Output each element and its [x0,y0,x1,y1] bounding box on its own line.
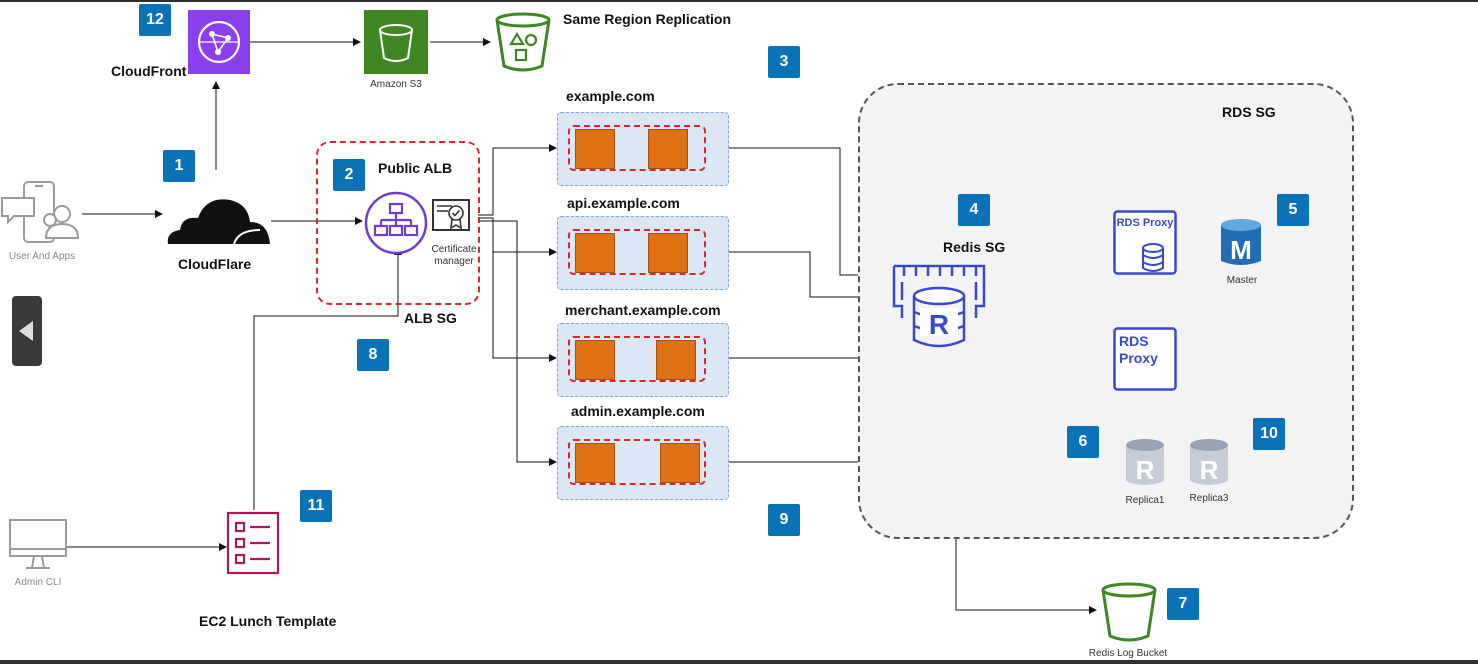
redis-sg-label: Redis SG [943,239,1006,255]
step-badge-8: 8 [357,339,389,371]
cloudflare-label: CloudFlare [178,256,252,272]
alb-to-admin-arrow [478,220,557,466]
task-group [568,336,706,382]
rds-proxy-bottom-label: RDS Proxy [1119,333,1158,366]
master-letter: M [1230,235,1252,265]
alb-to-api-arrow [478,217,557,256]
master-label: Master [1226,275,1258,286]
desktop-icon [9,519,67,569]
db-replica-icon: R [1190,439,1228,485]
alb-sg-label: ALB SG [404,310,457,326]
certificate-icon [432,199,470,231]
cloudfront-icon [188,10,250,74]
user-apps-icon [1,181,80,243]
service-label-admin: admin.example.com [571,403,705,419]
public-alb-label: Public ALB [378,160,453,176]
container-task [660,443,700,483]
api-to-redis-arrow [727,251,889,301]
rds-proxy-icon: RDS Proxy [1113,210,1177,275]
service-group-api [557,216,729,290]
container-task [648,233,688,273]
db-replica-icon: R [1126,439,1164,485]
step-badge-11: 11 [300,490,332,522]
cloudflare-icon [167,199,270,245]
service-label-api: api.example.com [567,195,680,211]
replica1-letter: R [1136,455,1155,485]
alb-to-merchant-arrow [492,252,557,362]
user-apps-label: User And Apps [8,251,76,262]
replica1-label: Replica1 [1125,495,1165,506]
replica3-letter: R [1200,455,1219,485]
container-task [656,340,696,380]
alb-to-example-arrow [478,144,557,216]
step-badge-4: 4 [958,194,990,226]
s3-label: Amazon S3 [370,79,422,90]
db-master-icon: M [1221,219,1261,265]
container-task [575,129,615,169]
service-label-example: example.com [566,88,655,104]
step-badge-2: 2 [333,159,365,191]
task-group [568,229,706,275]
step-badge-9: 9 [768,504,800,536]
log-bucket-icon [1101,582,1157,642]
same-region-replication-label: Same Region Replication [563,11,732,27]
service-group-merchant [557,323,729,397]
container-task [575,233,615,273]
template-to-alb-arrow [253,247,402,510]
container-task [648,129,688,169]
certificate-manager-label: Certificate manager [431,244,477,267]
rds-proxy-top-label: RDS Proxy [1117,217,1175,229]
cloudfront-label: CloudFront [111,63,187,79]
step-badge-1: 1 [163,150,195,182]
admin-cli-label: Admin CLI [14,577,62,588]
step-badge-5: 5 [1277,194,1309,226]
container-task [575,443,615,483]
alb-security-group [316,141,480,305]
step-badge-3: 3 [768,46,800,78]
alb-icon [364,191,428,255]
task-group [568,125,706,171]
service-group-admin [557,426,729,500]
step-badge-7: 7 [1167,588,1199,620]
redis-log-bucket-label: Redis Log Bucket [1088,648,1168,659]
s3-icon [364,10,428,74]
service-group-example [557,112,729,186]
bucket-icon [495,12,551,72]
redis-icon: R [892,264,986,348]
container-task [575,340,615,380]
redis-letter: R [929,309,949,340]
replica3-label: Replica3 [1189,493,1229,504]
ec2-template-icon [226,511,280,575]
rds-proxy-icon: RDS Proxy [1113,327,1177,391]
task-group [568,439,706,485]
rds-sg-label: RDS SG [1222,104,1276,120]
service-label-merchant: merchant.example.com [565,302,721,318]
step-badge-10: 10 [1253,418,1285,450]
step-badge-12: 12 [139,4,171,36]
nav-back-icon[interactable] [12,296,42,366]
step-badge-6: 6 [1067,426,1099,458]
ec2-template-label: EC2 Lunch Template [199,613,337,629]
